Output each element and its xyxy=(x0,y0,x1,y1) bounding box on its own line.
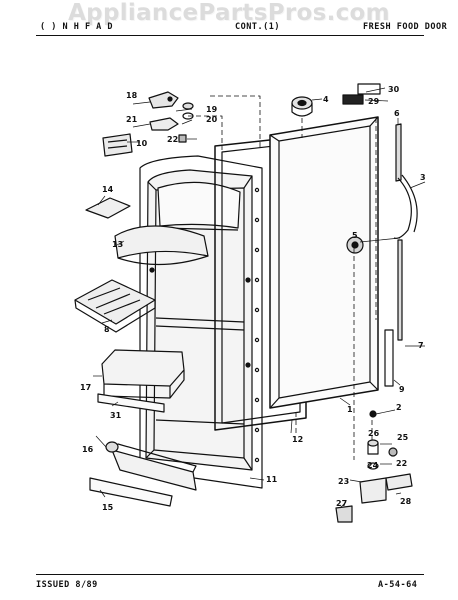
callout-16: 16 xyxy=(82,445,94,454)
callout-23: 23 xyxy=(338,477,349,486)
callout-18: 18 xyxy=(126,91,138,100)
part-dairy-door xyxy=(114,225,209,266)
part-hinge-bushing xyxy=(291,96,313,117)
callout-28: 28 xyxy=(400,497,412,506)
callout-6: 6 xyxy=(394,109,400,118)
part-clip xyxy=(85,197,131,219)
callout-31: 31 xyxy=(110,411,122,420)
callout-20: 20 xyxy=(206,115,218,124)
header-section: CONT.(1) xyxy=(235,22,280,32)
part-lower-bin xyxy=(105,441,197,491)
callout-15: 15 xyxy=(102,503,114,512)
callout-3: 3 xyxy=(420,173,426,182)
part-handle-fastener xyxy=(346,236,364,254)
footer-code: A-54-64 xyxy=(378,580,418,590)
callout-1: 1 xyxy=(347,405,353,414)
part-plate xyxy=(357,83,381,95)
part-hinge-washer xyxy=(182,102,194,120)
callout-25: 25 xyxy=(397,433,409,442)
callout-11: 11 xyxy=(266,475,278,484)
part-lower-trim xyxy=(89,477,173,507)
part-lower-hinge xyxy=(335,410,413,523)
part-hinge-lower xyxy=(149,117,187,143)
part-hinge-bracket xyxy=(102,133,133,157)
callout-24: 24 xyxy=(367,461,379,470)
callout-12: 12 xyxy=(292,435,303,444)
callout-19: 19 xyxy=(206,105,218,114)
header-rule xyxy=(36,35,424,36)
callout-17: 17 xyxy=(80,383,91,392)
callout-8: 8 xyxy=(104,325,110,334)
callout-4: 4 xyxy=(323,95,329,104)
callout-10: 10 xyxy=(136,139,148,148)
callout-7: 7 xyxy=(418,341,424,350)
header-title: FRESH FOOD DOOR xyxy=(363,22,448,32)
callout-21: 21 xyxy=(126,115,138,124)
part-plug xyxy=(342,94,364,105)
outer-door-panel xyxy=(269,116,379,409)
part-egg-tray xyxy=(74,279,156,333)
callout-27: 27 xyxy=(336,499,347,508)
leader-lines xyxy=(93,87,426,509)
footer-issued: ISSUED 8/89 xyxy=(36,580,98,590)
callout-30: 30 xyxy=(388,85,400,94)
watermark: AppliancePartsPros.com xyxy=(68,0,390,26)
callout-13: 13 xyxy=(112,240,123,249)
callout-14: 14 xyxy=(102,185,114,194)
part-shelf-trim xyxy=(97,393,165,413)
callout-22b: 22 xyxy=(396,459,407,468)
callout-29: 29 xyxy=(368,97,380,106)
header-model: ( ) N H F A D xyxy=(40,22,114,32)
alignment-lines xyxy=(188,95,377,460)
callout-26: 26 xyxy=(368,429,380,438)
callout-9: 9 xyxy=(399,385,405,394)
callout-labels: 4 30 29 6 3 5 7 9 1 2 18 19 21 20 22 10 … xyxy=(80,85,426,512)
door-handle xyxy=(384,123,418,387)
part-hinge-upper xyxy=(148,91,179,109)
callout-5: 5 xyxy=(352,231,358,240)
footer-rule xyxy=(36,574,424,575)
part-door-shelf-bin xyxy=(101,349,185,399)
callout-22: 22 xyxy=(167,135,178,144)
door-liner xyxy=(145,169,253,471)
callout-2: 2 xyxy=(396,403,402,412)
